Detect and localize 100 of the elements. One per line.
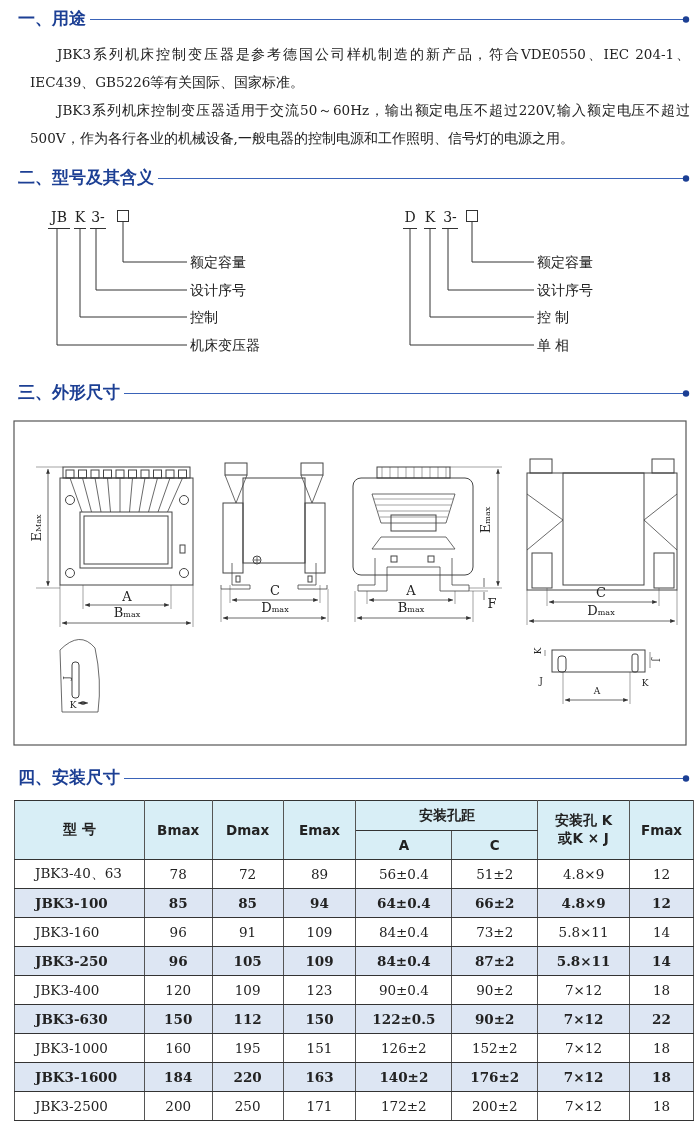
table-cell: 96 xyxy=(144,917,213,947)
code-box xyxy=(466,210,478,222)
table-cell: 200 xyxy=(144,1091,213,1121)
table-cell: 160 xyxy=(144,1033,213,1063)
table-cell: 51±2 xyxy=(451,859,538,889)
meaning-label: 控制 xyxy=(190,308,218,326)
table-cell: 85 xyxy=(212,888,284,918)
table-cell: 14 xyxy=(629,946,694,976)
table-cell: JBK3-100 xyxy=(14,888,145,918)
meaning-label: 额定容量 xyxy=(190,253,246,271)
paragraph: JBK3系列机床控制变压器适用于交流50～60Hz，输出额定电压不超过220V,输入额定电压不超过500V，作为各行各业的机械设备,一般电器的控制电源和工作照明、信号灯的电源之用。 xyxy=(30,101,690,148)
header-cell: Bmax xyxy=(144,800,213,860)
table-cell: 151 xyxy=(283,1033,356,1063)
table-cell: 66±2 xyxy=(451,888,538,918)
header-cell: 安装孔距 xyxy=(355,800,538,831)
table-cell: 90±2 xyxy=(451,1004,538,1034)
code-letter: JB xyxy=(48,209,70,229)
leader-line xyxy=(56,228,188,346)
table-cell: 7×12 xyxy=(537,1033,630,1063)
dimension-label: K xyxy=(533,647,543,655)
table-cell: 152±2 xyxy=(451,1033,538,1063)
header-cell: Fmax xyxy=(629,800,694,860)
table-cell: 122±0.5 xyxy=(355,1004,452,1034)
table-cell: 171 xyxy=(283,1091,356,1121)
table-cell: 18 xyxy=(629,1033,694,1063)
table-cell: 220 xyxy=(212,1062,284,1092)
table-cell: 150 xyxy=(144,1004,213,1034)
dimension-label: F xyxy=(487,597,497,611)
table-cell: 90±2 xyxy=(451,975,538,1005)
meaning-label: 控 制 xyxy=(537,308,570,326)
dimension-label: K xyxy=(641,678,649,688)
dimension-label: A xyxy=(593,686,601,696)
table-cell: 200±2 xyxy=(451,1091,538,1121)
code-letter: 3- xyxy=(90,209,106,229)
table-cell: JBK3-1000 xyxy=(14,1033,145,1063)
code-letter: D xyxy=(403,209,417,229)
meaning-label: 设计序号 xyxy=(537,281,593,299)
table-cell: 109 xyxy=(283,946,356,976)
meaning-label: 额定容量 xyxy=(537,253,593,271)
table-cell: 140±2 xyxy=(355,1062,452,1092)
table-cell: JBK3-1600 xyxy=(14,1062,145,1092)
table-cell: 64±0.4 xyxy=(355,888,452,918)
table-cell: 123 xyxy=(283,975,356,1005)
table-cell: 94 xyxy=(283,888,356,918)
table-cell: 12 xyxy=(629,888,694,918)
table-cell: 78 xyxy=(144,859,213,889)
table-cell: 172±2 xyxy=(355,1091,452,1121)
table-cell: 72 xyxy=(212,859,284,889)
table-cell: 195 xyxy=(212,1033,284,1063)
table-cell: 12 xyxy=(629,859,694,889)
table-cell: 109 xyxy=(212,975,284,1005)
table-cell: JBK3-400 xyxy=(14,975,145,1005)
leader-line xyxy=(95,228,188,291)
table-cell: 56±0.4 xyxy=(355,859,452,889)
table-cell: 96 xyxy=(144,946,213,976)
section-heading: 三、外形尺寸 xyxy=(18,381,120,404)
leader-line xyxy=(471,221,535,263)
table-cell: 109 xyxy=(283,917,356,947)
meaning-label: 设计序号 xyxy=(190,281,246,299)
paragraph: JBK3系列机床控制变压器是参考德国公司样机制造的新产品，符合VDE0550、IEC 204-1、IEC439、GB5226等有关国际、国家标准。 xyxy=(30,45,690,92)
dimension-label: C xyxy=(596,586,606,600)
table-cell: JBK3-630 xyxy=(14,1004,145,1034)
table-cell: 7×12 xyxy=(537,1062,630,1092)
table-cell: 184 xyxy=(144,1062,213,1092)
table-cell: 7×12 xyxy=(537,1004,630,1034)
table-cell: 120 xyxy=(144,975,213,1005)
table-cell: 22 xyxy=(629,1004,694,1034)
table-cell: 4.8×9 xyxy=(537,888,630,918)
header-cell: A xyxy=(355,830,452,860)
table-cell: 150 xyxy=(283,1004,356,1034)
header-cell: 型 号 xyxy=(14,800,145,860)
table-cell: 14 xyxy=(629,917,694,947)
dimension-label: A xyxy=(406,584,416,598)
table-cell: 4.8×9 xyxy=(537,859,630,889)
section-heading: 一、用途 xyxy=(18,7,86,30)
table-cell: 91 xyxy=(212,917,284,947)
table-cell: 89 xyxy=(283,859,356,889)
dimension-label: A xyxy=(122,590,132,604)
leader-line xyxy=(429,228,535,318)
table-cell: 73±2 xyxy=(451,917,538,947)
code-letter: K xyxy=(74,209,86,229)
dimension-label: C xyxy=(270,584,280,598)
table-cell: 18 xyxy=(629,1091,694,1121)
leader-line xyxy=(447,228,535,291)
dimension-label: K xyxy=(69,700,77,710)
leader-line xyxy=(409,228,535,346)
table-cell: 5.8×11 xyxy=(537,946,630,976)
table-cell: 176±2 xyxy=(451,1062,538,1092)
table-cell: 85 xyxy=(144,888,213,918)
table-cell: 18 xyxy=(629,975,694,1005)
table-cell: JBK3-40、63 xyxy=(14,859,145,889)
table-cell: 18 xyxy=(629,1062,694,1092)
table-cell: JBK3-250 xyxy=(14,946,145,976)
table-cell: 163 xyxy=(283,1062,356,1092)
table-cell: 7×12 xyxy=(537,1091,630,1121)
leader-line xyxy=(122,221,188,263)
table-cell: 112 xyxy=(212,1004,284,1034)
header-cell: Dmax xyxy=(212,800,284,860)
table-cell: 87±2 xyxy=(451,946,538,976)
table-cell: 250 xyxy=(212,1091,284,1121)
